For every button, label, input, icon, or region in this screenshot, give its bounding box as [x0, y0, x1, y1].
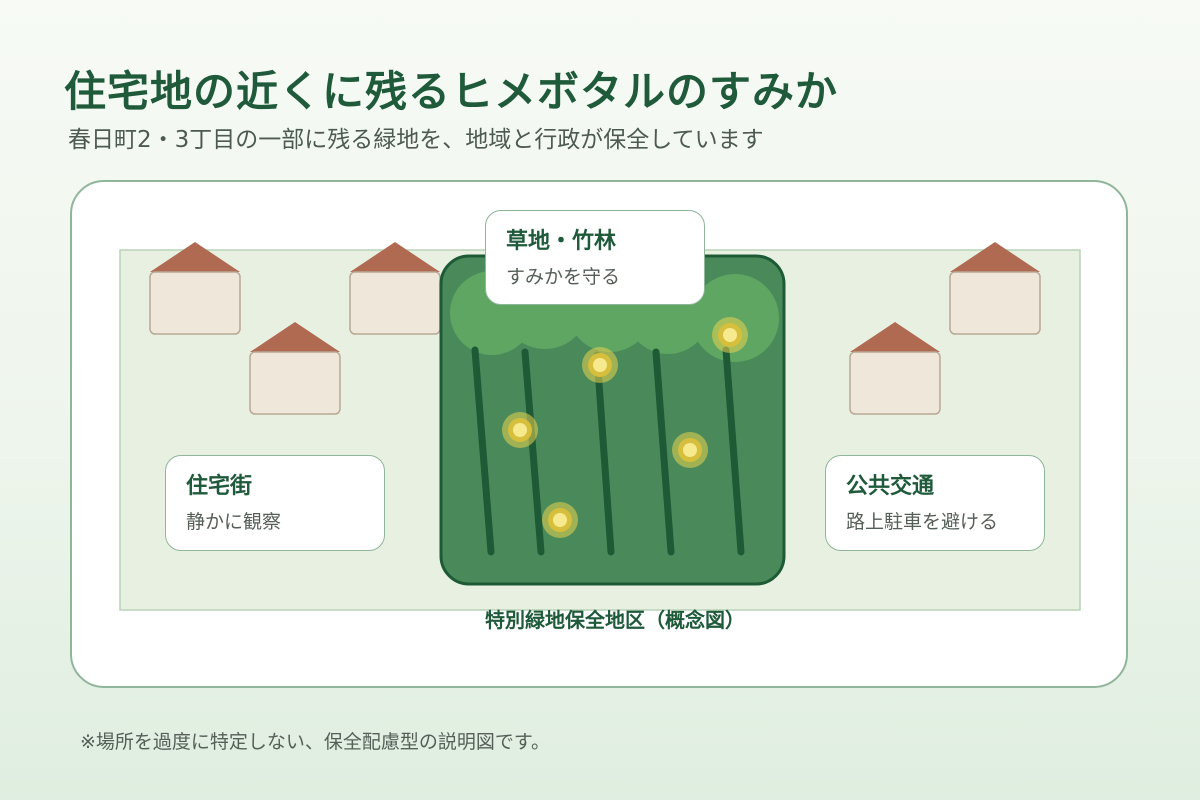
- bamboo-stalks: [471, 346, 745, 556]
- callout-title: 草地・竹林: [506, 229, 617, 254]
- callout-title: 公共交通: [846, 474, 935, 499]
- zone-label: 特別緑地保全地区（概念図）: [485, 608, 745, 632]
- firefly-icon: [582, 347, 618, 383]
- firefly-icon: [542, 502, 578, 538]
- house-icon: [849, 322, 941, 415]
- firefly-icon: [712, 317, 748, 353]
- callout-text: 静かに観察: [186, 511, 282, 533]
- footnote: ※場所を過度に特定しない、保全配慮型の説明図です。: [80, 731, 551, 753]
- callout-title: 住宅街: [186, 474, 253, 499]
- house-icon: [249, 322, 341, 415]
- callout-transit: 公共交通 路上駐車を避ける: [825, 455, 1045, 551]
- house-icon: [149, 242, 241, 335]
- house-icon: [949, 242, 1041, 335]
- callout-grass-bamboo: 草地・竹林 すみかを守る: [485, 210, 705, 305]
- page-title: 住宅地の近くに残るヒメボタルのすみか: [64, 67, 839, 116]
- callout-text: すみかを守る: [506, 266, 621, 288]
- firefly-icon: [502, 412, 538, 448]
- protected-green-zone: [439, 254, 786, 586]
- page-subtitle: 春日町2・3丁目の一部に残る緑地を、地域と行政が保全しています: [68, 127, 764, 153]
- firefly-icon: [672, 432, 708, 468]
- callout-text: 路上駐車を避ける: [846, 511, 999, 533]
- callout-residential: 住宅街 静かに観察: [165, 455, 385, 551]
